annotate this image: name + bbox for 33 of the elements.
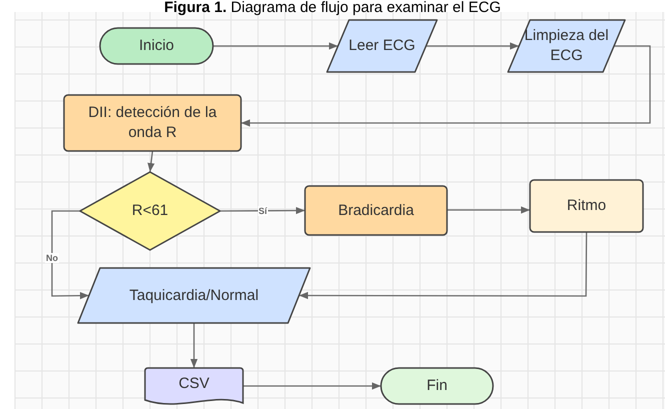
arrow bbox=[213, 42, 338, 50]
edge-label: Sí bbox=[258, 206, 268, 216]
arrow bbox=[243, 382, 381, 390]
node-label: Fin bbox=[426, 376, 448, 396]
document-shape bbox=[145, 368, 243, 406]
decision-diamond bbox=[80, 172, 220, 250]
input-parallelogram bbox=[508, 20, 625, 72]
arrow bbox=[190, 323, 198, 368]
arrow bbox=[426, 42, 519, 50]
figure-title: Figura 1. Diagrama de flujo para examinar el ECG bbox=[163, 0, 502, 16]
node-label: Limpieza del ECG bbox=[523, 26, 610, 66]
arrow bbox=[148, 150, 155, 172]
node-label: CSV bbox=[178, 374, 210, 394]
input-parallelogram bbox=[327, 20, 437, 72]
node-label: Bradicardia bbox=[337, 200, 415, 220]
node-label: Taquicardia/Normal bbox=[128, 286, 260, 306]
node-label: Leer ECG bbox=[348, 36, 416, 56]
node-label: R<61 bbox=[130, 201, 170, 221]
node-label: DII: detección de la onda R bbox=[87, 103, 218, 143]
arrow bbox=[447, 206, 530, 214]
arrow bbox=[241, 45, 651, 127]
output-parallelogram bbox=[78, 268, 310, 323]
process-box bbox=[530, 180, 643, 232]
end-terminal bbox=[381, 368, 493, 404]
node-label: Ritmo bbox=[566, 196, 608, 216]
start-terminal bbox=[100, 28, 213, 64]
arrow bbox=[51, 210, 89, 300]
arrow bbox=[220, 206, 305, 214]
node-label: Inicio bbox=[138, 36, 176, 56]
process-box bbox=[64, 95, 241, 151]
edge-label: No bbox=[45, 253, 59, 263]
process-box bbox=[305, 186, 447, 235]
arrow bbox=[299, 232, 588, 300]
